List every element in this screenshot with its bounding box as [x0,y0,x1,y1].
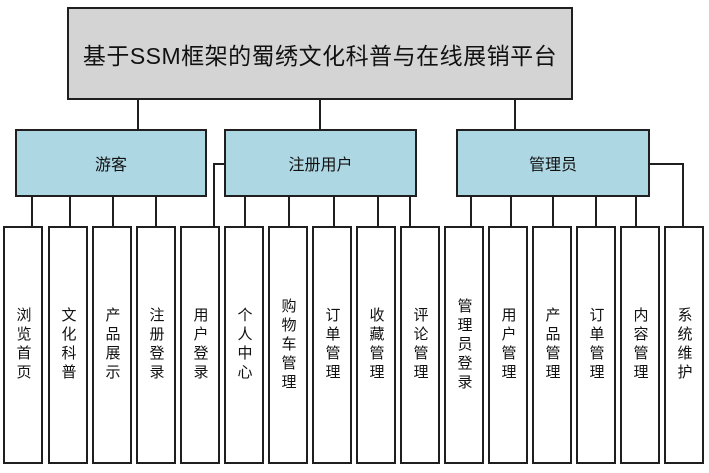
leaf-register-login: 注册登录 [136,226,176,464]
edge-registered-user-to-user-login-vertical [213,163,215,226]
edge-admin-to-content-management [635,195,637,226]
edge-registered-user-to-order-management [333,195,335,226]
leaf-user-management: 用户管理 [488,226,528,464]
edge-registered-user-to-user-login-horizontal [213,163,224,165]
edge-root-to-visitor [137,100,139,129]
edge-root-to-admin [514,100,516,129]
leaf-culture-science-label: 文化科普 [59,307,77,383]
leaf-cart-management-label: 购物车管理 [279,297,297,393]
leaf-order-management-user-label: 订单管理 [323,307,341,383]
edge-admin-to-order-management [595,195,597,226]
edge-visitor-to-culture-science [69,195,71,226]
leaf-system-maintenance: 系统维护 [664,226,704,464]
branch-node-registered-user: 注册用户 [224,129,417,197]
leaf-user-management-label: 用户管理 [499,307,517,383]
root-node-platform-title: 基于SSM框架的蜀绣文化科普与在线展销平台 [67,7,573,100]
leaf-culture-science: 文化科普 [48,226,88,464]
edge-visitor-to-register-login [155,195,157,226]
edge-visitor-to-product-display [112,195,114,226]
leaf-register-login-label: 注册登录 [147,307,165,383]
edge-registered-user-to-comment-management [409,195,411,226]
leaf-content-management: 内容管理 [620,226,660,464]
leaf-browse-homepage-label: 浏览首页 [14,307,32,383]
edge-registered-user-to-cart-management [288,195,290,226]
leaf-user-login-label: 用户登录 [191,307,209,383]
branch-visitor-label: 游客 [94,157,127,174]
leaf-user-login: 用户登录 [180,226,220,464]
root-node-label: 基于SSM框架的蜀绣文化科普与在线展销平台 [82,42,558,69]
leaf-order-management-user: 订单管理 [312,226,352,464]
leaf-comment-management: 评论管理 [400,226,440,464]
leaf-browse-homepage: 浏览首页 [3,226,43,464]
leaf-personal-center: 个人中心 [224,226,264,464]
edge-visitor-to-browse-homepage [31,195,33,226]
edge-admin-to-system-maintenance-horizontal [650,163,684,165]
leaf-favorites-management: 收藏管理 [356,226,396,464]
leaf-admin-login-label: 管理员登录 [455,297,473,393]
leaf-product-management-label: 产品管理 [543,307,561,383]
leaf-order-management-admin-label: 订单管理 [587,307,605,383]
leaf-product-display-label: 产品展示 [103,307,121,383]
edge-admin-to-user-management [510,195,512,226]
edge-admin-to-system-maintenance-vertical [682,163,684,226]
leaf-comment-management-label: 评论管理 [411,307,429,383]
leaf-cart-management: 购物车管理 [268,226,308,464]
branch-registered-user-label: 注册用户 [288,157,353,174]
leaf-admin-login: 管理员登录 [444,226,484,464]
branch-admin-label: 管理员 [528,157,577,174]
edge-root-to-registered-user [319,100,321,129]
leaf-product-management: 产品管理 [532,226,572,464]
edge-registered-user-to-favorites-management [377,195,379,226]
branch-node-visitor: 游客 [15,129,207,197]
leaf-favorites-management-label: 收藏管理 [367,307,385,383]
leaf-order-management-admin: 订单管理 [576,226,616,464]
branch-node-admin: 管理员 [456,129,650,197]
leaf-personal-center-label: 个人中心 [235,307,253,383]
edge-admin-to-admin-login [470,195,472,226]
leaf-content-management-label: 内容管理 [631,307,649,383]
edge-admin-to-product-management [552,195,554,226]
edge-registered-user-to-personal-center [244,195,246,226]
leaf-product-display: 产品展示 [92,226,132,464]
leaf-system-maintenance-label: 系统维护 [675,307,693,383]
